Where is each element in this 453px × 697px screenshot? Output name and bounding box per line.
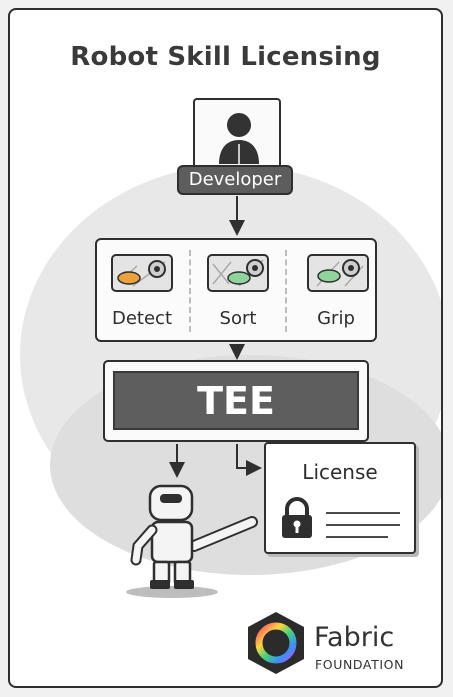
license-label: License bbox=[302, 460, 378, 484]
flow-arrows bbox=[169, 196, 262, 478]
skill-divider bbox=[189, 250, 191, 332]
tee-box: TEE bbox=[103, 360, 369, 442]
skill-divider bbox=[285, 250, 287, 332]
developer-label: Developer bbox=[177, 165, 293, 195]
skill-label-grip: Grip bbox=[317, 308, 355, 329]
skill-sort-map-icon bbox=[207, 254, 269, 292]
logo-subtitle: FOUNDATION bbox=[315, 657, 405, 672]
license-text-line bbox=[326, 536, 388, 538]
padlock-icon bbox=[282, 497, 312, 538]
skill-detect-map-icon bbox=[111, 254, 173, 292]
license-text-line bbox=[326, 524, 400, 526]
robot-icon bbox=[126, 484, 258, 598]
fabric-logo-icon bbox=[248, 612, 304, 674]
diagram-title: Robot Skill Licensing bbox=[70, 42, 381, 72]
arrow-tee-to-license bbox=[236, 444, 262, 476]
license-text-line bbox=[326, 512, 400, 514]
person-silhouette-icon bbox=[219, 113, 259, 164]
logo-name: Fabric bbox=[314, 622, 395, 653]
skill-label-detect: Detect bbox=[111, 308, 173, 329]
skill-label-sort: Sort bbox=[219, 308, 257, 329]
diagram-frame: Robot Skill Licensing Developer bbox=[8, 8, 443, 688]
tee-label: TEE bbox=[113, 371, 359, 430]
skill-grip-map-icon bbox=[307, 254, 369, 292]
skills-panel: Detect Sort Grip bbox=[95, 238, 377, 342]
license-document: License bbox=[264, 442, 416, 554]
